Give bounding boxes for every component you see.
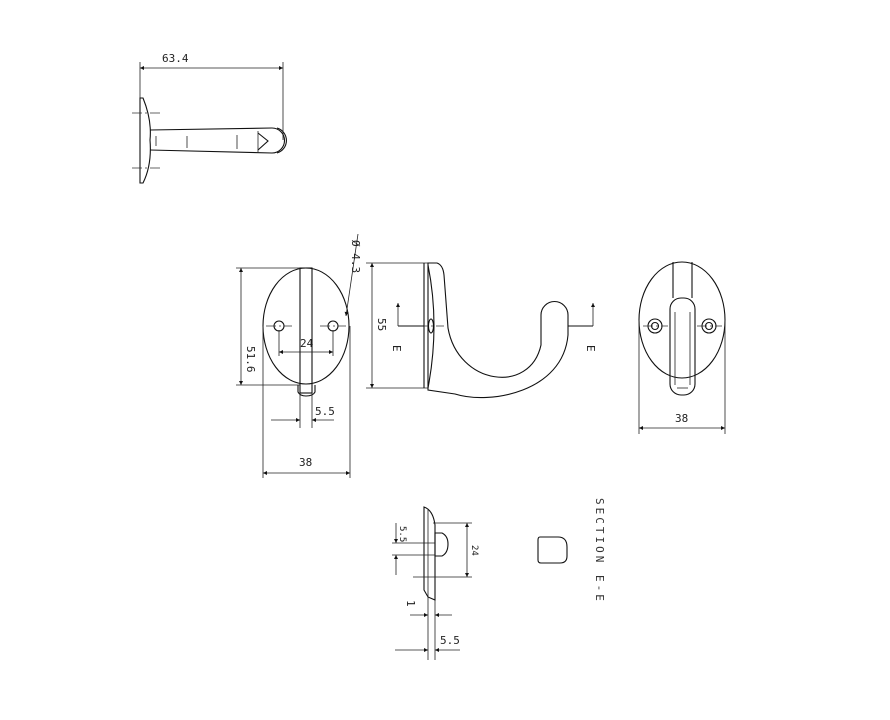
- height-dim: 51.6: [244, 346, 257, 373]
- section-detail: 24 5.5 1 5.5 SECTION E-E: [392, 498, 606, 660]
- width-dim: 38: [299, 456, 312, 469]
- rear-view: 38: [638, 261, 726, 434]
- tab-width-dim: 5.5: [315, 405, 335, 418]
- section-mark-left: E: [390, 345, 403, 352]
- boss-dim: 5.5: [397, 526, 407, 542]
- section-height-dim: 24: [469, 545, 479, 556]
- section-mark-right: E: [584, 345, 597, 352]
- depth-dim: 5.5: [440, 634, 460, 647]
- top-view: 63.4: [132, 52, 287, 184]
- hole-diameter-dim: Ø 4.3: [349, 240, 362, 273]
- thickness-dim: 1: [404, 600, 417, 607]
- section-profile: [537, 536, 568, 564]
- top-length-dim: 63.4: [162, 52, 189, 65]
- front-view: 24 51.6 Ø 4.3 5.5 38: [236, 233, 362, 478]
- side-height-dim: 55: [375, 318, 388, 331]
- hole-spacing-dim: 24: [300, 337, 314, 350]
- section-label: SECTION E-E: [593, 498, 606, 604]
- side-view: 55 E E: [366, 262, 597, 399]
- rear-width-dim: 38: [675, 412, 688, 425]
